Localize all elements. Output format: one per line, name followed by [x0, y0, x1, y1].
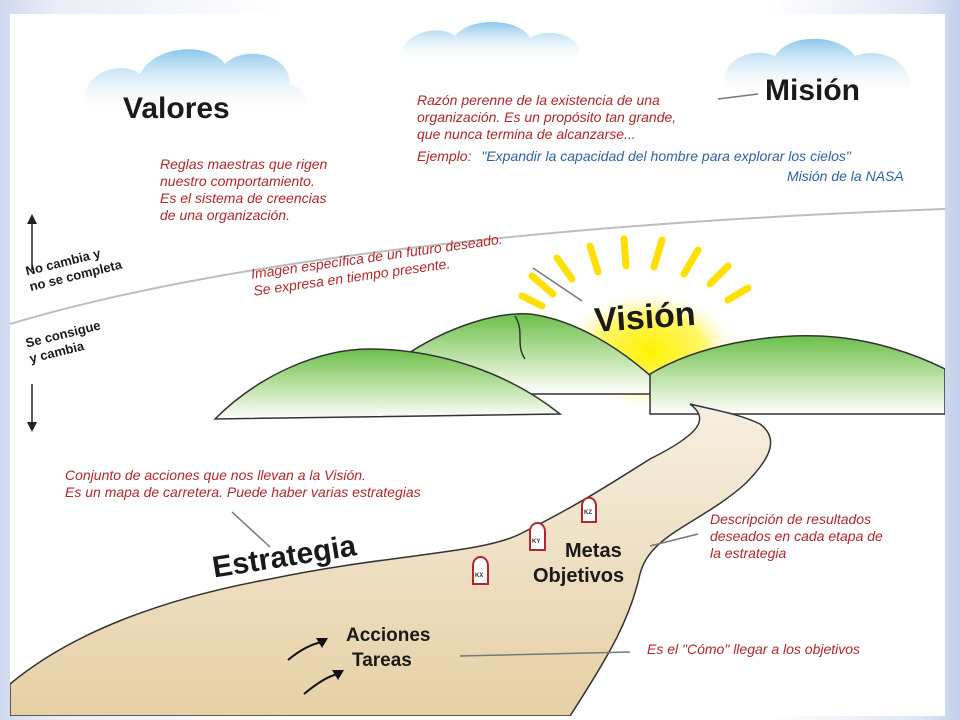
valores-desc-line: nuestro comportamiento. [160, 173, 315, 189]
cloud-center [400, 21, 581, 62]
milestone-markers: KX KY KZ [472, 496, 597, 585]
leader-lines [231, 93, 759, 657]
metas-desc-line: Descripción de resultados [710, 511, 872, 527]
metas-desc-line: deseados en cada etapa de [710, 528, 883, 544]
hill-right [649, 335, 945, 415]
mision-title: Misión [765, 74, 860, 107]
cloud-left [84, 49, 306, 114]
metas-desc-line: la estrategia [710, 545, 787, 561]
sun-rays [518, 235, 752, 310]
mision-desc-line: que nunca termina de alcanzarse... [417, 126, 636, 142]
hill-left [213, 348, 563, 420]
mision-example: Ejemplo: "Expandir la capacidad del homb… [417, 148, 851, 164]
valores-desc: Reglas maestras que rigen nuestro compor… [160, 156, 327, 224]
divider-curve [10, 208, 945, 325]
objetivos-title: Objetivos [533, 565, 625, 587]
valores-desc-line: Es el sistema de creencias [160, 190, 327, 206]
mision-example-source: Misión de la NASA [787, 168, 904, 184]
metas-desc: Descripción de resultados deseados en ca… [710, 511, 883, 562]
milestone-kz: KZ [584, 510, 592, 516]
mision-desc-line: Razón perenne de la existencia de una [417, 92, 660, 108]
valores-title: Valores [123, 92, 230, 125]
side-arrows [27, 214, 37, 432]
valores-desc-line: de una organización. [160, 207, 290, 223]
diagram-canvas: KX KY KZ Valores Reglas maestras que rig… [10, 14, 945, 716]
vision-title: Visión [593, 294, 697, 340]
milestone-kx: KX [475, 573, 483, 579]
mision-example-text: "Expandir la capacidad del hombre para e… [481, 148, 851, 164]
acciones-title: Acciones [346, 625, 431, 646]
milestone-ky: KY [532, 539, 540, 545]
mision-desc: Razón perenne de la existencia de una or… [417, 92, 676, 143]
scene-illustration: KX KY KZ [10, 21, 945, 716]
action-arrows [287, 638, 344, 695]
estrategia-desc: Conjunto de acciones que nos llevan a la… [65, 467, 421, 501]
estrategia-desc-line: Conjunto de acciones que nos llevan a la… [65, 467, 366, 483]
valores-desc-line: Reglas maestras que rigen [160, 156, 328, 172]
metas-title: Metas [565, 540, 622, 562]
tareas-title: Tareas [352, 650, 412, 671]
estrategia-desc-line: Es un mapa de carretera. Puede haber var… [65, 484, 421, 500]
road [10, 403, 772, 716]
mision-example-label: Ejemplo: [417, 148, 472, 164]
cloud-right [724, 38, 911, 96]
acciones-desc: Es el "Cómo" llegar a los objetivos [647, 641, 861, 657]
mision-desc-line: organización. Es un propósito tan grande… [417, 109, 677, 125]
